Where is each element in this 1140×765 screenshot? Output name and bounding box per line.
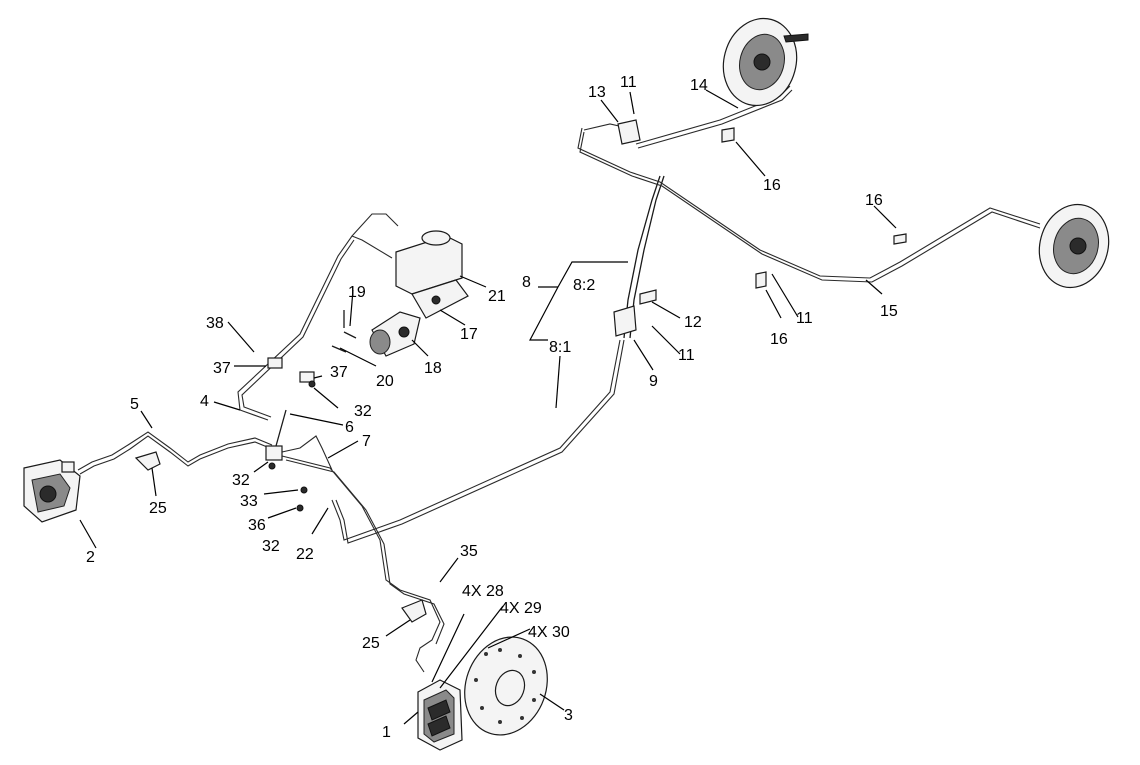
brake-line-5 (77, 431, 273, 471)
brake-lines (77, 85, 1041, 673)
callout-17: 17 (460, 326, 478, 343)
callout-32-a: 32 (354, 403, 372, 420)
master-cylinder-assembly (331, 230, 469, 357)
callout-12: 12 (684, 314, 702, 331)
rear-brake-assembly-upper (722, 17, 809, 107)
callout-13: 13 (588, 84, 606, 101)
callout-4x-28: 4X 28 (462, 583, 504, 600)
brake-caliper-1 (417, 679, 463, 751)
callout-1: 1 (382, 724, 391, 741)
callout-14: 14 (690, 77, 708, 94)
brake-line-4 (237, 235, 393, 421)
bracket-25-right (401, 599, 427, 623)
callout-6: 6 (345, 419, 354, 436)
callout-16-c: 16 (770, 331, 788, 348)
callout-labels: 1 2 3 4 5 6 7 8 8:1 8:2 9 11 11 11 12 13… (86, 74, 898, 741)
callout-20: 20 (376, 373, 394, 390)
bracket-25-left (134, 451, 161, 471)
callout-8-1: 8:1 (549, 339, 571, 356)
callout-19: 19 (348, 284, 366, 301)
callout-3: 3 (564, 707, 573, 724)
callout-2: 2 (86, 549, 95, 566)
small-parts (134, 119, 907, 623)
brake-line-7 (281, 435, 333, 471)
callout-7: 7 (362, 433, 371, 450)
callout-21: 21 (488, 288, 506, 305)
callout-8: 8 (522, 274, 531, 291)
callout-35: 35 (460, 543, 478, 560)
rear-brake-assembly-lower (1038, 203, 1110, 289)
callout-32-b: 32 (232, 472, 250, 489)
callout-11-b: 11 (678, 347, 695, 364)
callout-18: 18 (424, 360, 442, 377)
callout-16-a: 16 (763, 177, 781, 194)
callout-4x-30: 4X 30 (528, 624, 570, 641)
callout-25-b: 25 (362, 635, 380, 652)
brake-caliper-2 (23, 459, 81, 523)
brake-line-14 (577, 127, 1041, 279)
callout-8-2: 8:2 (573, 277, 595, 294)
callout-38: 38 (206, 315, 224, 332)
callout-33: 33 (240, 493, 258, 510)
bracket-9 (613, 305, 637, 337)
leader-lines (79, 89, 897, 725)
callout-36: 36 (248, 517, 266, 534)
callout-16-b: 16 (865, 192, 883, 209)
callout-32-c: 32 (262, 538, 280, 555)
callout-37-a: 37 (213, 360, 231, 377)
callout-9: 9 (649, 373, 658, 390)
clip-37-a (267, 357, 283, 369)
callout-4x-29: 4X 29 (500, 600, 542, 617)
callout-15: 15 (880, 303, 898, 320)
junction-block (265, 445, 283, 461)
clip-37-b (299, 371, 315, 383)
callout-11-c: 11 (796, 310, 813, 327)
callout-5: 5 (130, 396, 139, 413)
callout-4: 4 (200, 393, 209, 410)
callout-25-a: 25 (149, 500, 167, 517)
callout-11-a: 11 (620, 74, 637, 91)
callout-22: 22 (296, 546, 314, 563)
callout-37-b: 37 (330, 364, 348, 381)
brake-disc-3 (464, 636, 548, 736)
